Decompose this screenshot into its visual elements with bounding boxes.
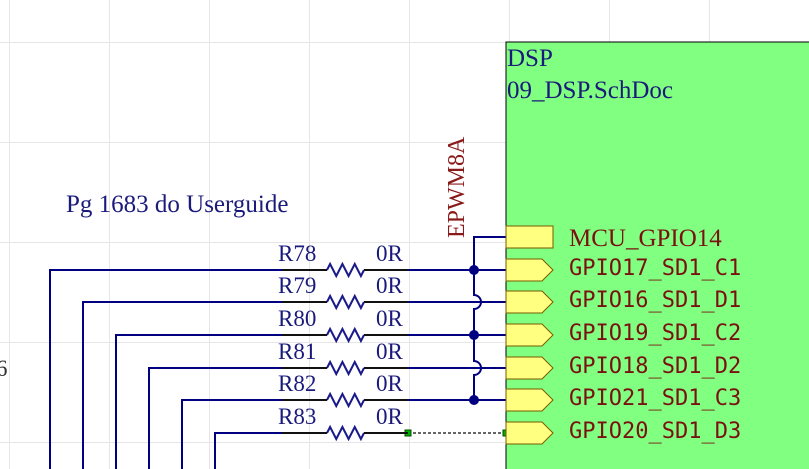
resistor-value-r81[interactable]: 0R xyxy=(376,339,403,364)
sheet-entry-2 xyxy=(505,290,554,314)
resistor-5 xyxy=(326,391,365,409)
port-label-mcu-gpio14: MCU_GPIO14 xyxy=(569,225,722,252)
wire-left-3 xyxy=(115,334,327,469)
port-label-gpio18-sd1-d2: GPIO18_SD1_D2 xyxy=(569,354,742,379)
sheet-filename: 09_DSP.SchDoc xyxy=(507,77,673,104)
net-label-epwm8a[interactable]: EPWM8A xyxy=(444,136,470,238)
port-label-gpio20-sd1-d3: GPIO20_SD1_D3 xyxy=(569,419,742,444)
junction-dot-1 xyxy=(469,265,479,275)
resistor-value-r80[interactable]: 0R xyxy=(376,306,403,331)
sheet-designator: DSP xyxy=(507,45,553,72)
resistor-value-r82[interactable]: 0R xyxy=(376,371,403,396)
port-label-gpio16-sd1-d1: GPIO16_SD1_D1 xyxy=(569,288,742,313)
wire-epwm8a xyxy=(473,236,506,270)
resistor-2 xyxy=(326,293,365,311)
wire-left-6 xyxy=(214,432,327,469)
sheet-entry-4 xyxy=(505,356,554,380)
wire-left-1 xyxy=(49,269,327,469)
sheet-entries xyxy=(505,225,554,445)
sheet-entry-6 xyxy=(505,421,554,445)
wire-left-4 xyxy=(148,367,327,469)
junction-dot-3 xyxy=(469,395,479,405)
sheet-entry-5 xyxy=(505,388,554,412)
port-label-gpio17-sd1-c1: GPIO17_SD1_C1 xyxy=(569,256,742,281)
resistor-ref-r79[interactable]: R79 xyxy=(278,273,317,298)
resistor-ref-r80[interactable]: R80 xyxy=(278,306,317,331)
resistor-value-r79[interactable]: 0R xyxy=(376,273,403,298)
resistor-6 xyxy=(326,424,365,442)
resistors xyxy=(282,261,408,442)
sheet-entry-mcu-gpio14 xyxy=(505,225,554,249)
resistor-ref-r83[interactable]: R83 xyxy=(278,404,317,429)
wire-left-5 xyxy=(181,399,327,469)
resistor-3 xyxy=(326,326,365,344)
resistor-ref-r82[interactable]: R82 xyxy=(278,371,317,396)
sheet-symbol-dsp[interactable] xyxy=(505,41,809,469)
resistor-ref-r81[interactable]: R81 xyxy=(278,339,317,364)
junctions xyxy=(469,265,479,405)
sheet-entry-3 xyxy=(505,323,554,347)
resistor-1 xyxy=(326,261,365,279)
resistor-value-r83[interactable]: 0R xyxy=(376,404,403,429)
port-label-gpio19-sd1-c2: GPIO19_SD1_C2 xyxy=(569,321,742,346)
port-label-gpio21-sd1-c3: GPIO21_SD1_C3 xyxy=(569,386,742,411)
wire-left-2 xyxy=(82,301,327,469)
edge-text: 6 xyxy=(0,356,8,381)
resistor-value-r78[interactable]: 0R xyxy=(376,241,403,266)
resistor-4 xyxy=(326,359,365,377)
sheet-entry-1 xyxy=(505,258,554,282)
resistor-ref-r78[interactable]: R78 xyxy=(278,241,317,266)
userguide-note: Pg 1683 do Userguide xyxy=(66,191,289,218)
junction-dot-2 xyxy=(469,330,479,340)
wires xyxy=(49,236,510,469)
